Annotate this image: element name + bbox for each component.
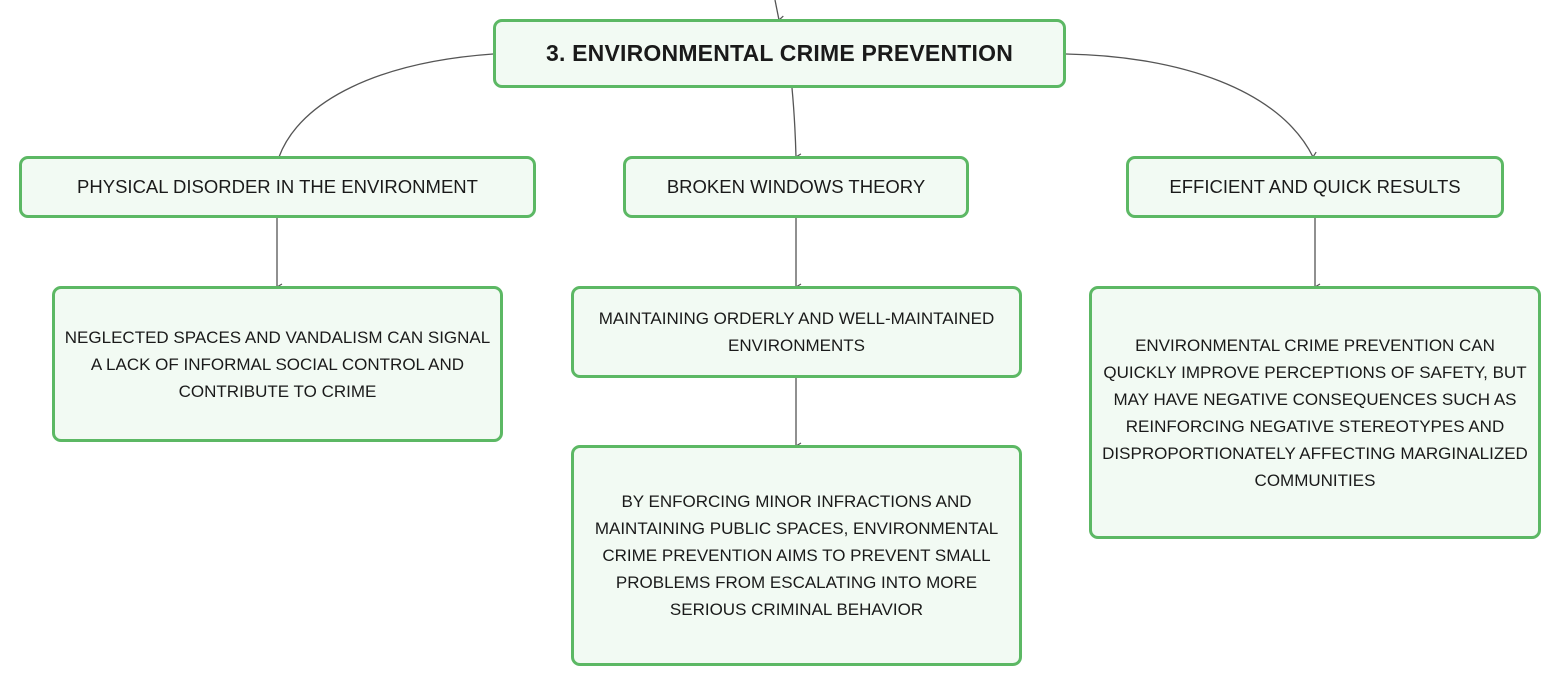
node-physical-disorder[interactable]: PHYSICAL DISORDER IN THE ENVIRONMENT xyxy=(19,156,536,218)
root-node-label: 3. ENVIRONMENTAL CRIME PREVENTION xyxy=(545,40,1014,66)
node-enforcing-minor-infractions[interactable]: BY ENFORCING MINOR INFRACTIONS AND MAINT… xyxy=(571,445,1022,666)
connector-root-to-broken-windows xyxy=(791,87,802,161)
node-environmental-consequences[interactable]: ENVIRONMENTAL CRIME PREVENTION CAN QUICK… xyxy=(1089,286,1541,539)
root-node[interactable]: 3. ENVIRONMENTAL CRIME PREVENTION xyxy=(493,19,1066,88)
node-physical-disorder-label: PHYSICAL DISORDER IN THE ENVIRONMENT xyxy=(77,176,478,197)
node-neglected-spaces-text: NEGLECTED SPACES AND VANDALISM CAN SIGNA… xyxy=(64,327,491,401)
node-broken-windows-theory[interactable]: BROKEN WINDOWS THEORY xyxy=(623,156,969,218)
node-maintaining-orderly[interactable]: MAINTAINING ORDERLY AND WELL-MAINTAINED … xyxy=(571,286,1022,378)
node-efficient-quick-results[interactable]: EFFICIENT AND QUICK RESULTS xyxy=(1126,156,1504,218)
node-environmental-consequences-text: ENVIRONMENTAL CRIME PREVENTION CAN QUICK… xyxy=(1102,335,1528,490)
node-broken-windows-theory-label: BROKEN WINDOWS THEORY xyxy=(666,176,926,197)
connector-root-to-efficient-results xyxy=(1065,53,1319,159)
node-neglected-spaces[interactable]: NEGLECTED SPACES AND VANDALISM CAN SIGNA… xyxy=(52,286,503,442)
connector-parent-to-root xyxy=(774,0,785,23)
node-enforcing-minor-infractions-text: BY ENFORCING MINOR INFRACTIONS AND MAINT… xyxy=(594,492,999,619)
node-efficient-quick-results-label: EFFICIENT AND QUICK RESULTS xyxy=(1169,176,1461,197)
connector-root-to-physical-disorder xyxy=(278,53,494,158)
node-maintaining-orderly-text: MAINTAINING ORDERLY AND WELL-MAINTAINED … xyxy=(598,309,995,355)
